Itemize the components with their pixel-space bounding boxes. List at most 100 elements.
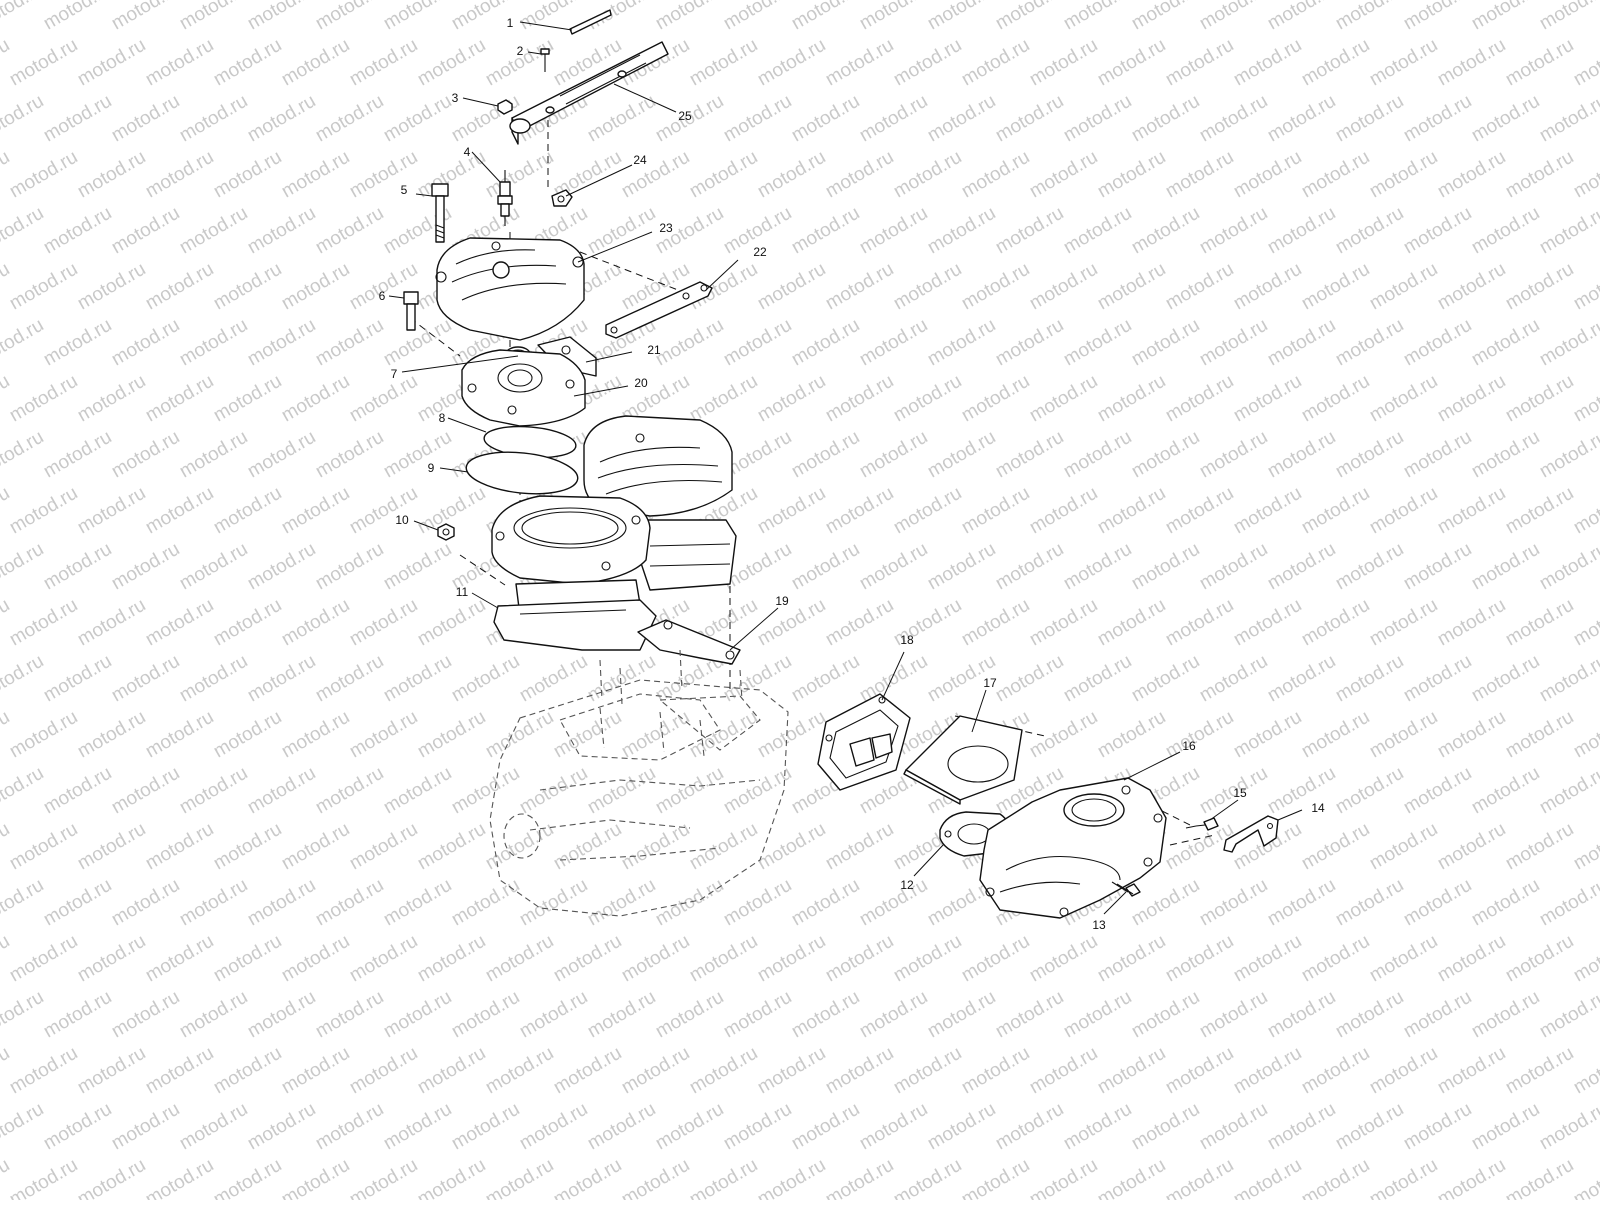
watermark-text: motod.ru [40,91,115,147]
watermark-text: motod.ru [1536,91,1600,147]
watermark-text: motod.ru [1570,1155,1600,1200]
watermark-text: motod.ru [6,819,81,875]
watermark-text: motod.ru [482,819,557,875]
watermark-text: motod.ru [482,1043,557,1099]
watermark-text: motod.ru [516,1099,591,1155]
watermark-text: motod.ru [40,987,115,1043]
callout-21: 21 [647,343,661,357]
callout-24: 24 [633,153,647,167]
watermark-text: motod.ru [924,203,999,259]
watermark-text: motod.ru [1298,931,1373,987]
watermark-text: motod.ru [1502,819,1577,875]
watermark-text: motod.ru [856,427,931,483]
watermark-text: motod.ru [788,539,863,595]
watermark-text: motod.ru [1570,371,1600,427]
watermark-text: motod.ru [516,763,591,819]
watermark-text: motod.ru [176,987,251,1043]
watermark-text: motod.ru [1264,875,1339,931]
watermark-text: motod.ru [890,259,965,315]
watermark-text: motod.ru [176,315,251,371]
watermark-text: motod.ru [788,315,863,371]
watermark-text: motod.ru [618,931,693,987]
watermark-text: motod.ru [1196,651,1271,707]
watermark-text: motod.ru [720,875,795,931]
watermark-text: motod.ru [720,315,795,371]
watermark-text: motod.ru [142,483,217,539]
watermark-text: motod.ru [958,595,1033,651]
watermark-text: motod.ru [1502,707,1577,763]
watermark-text: motod.ru [176,427,251,483]
watermark-text: motod.ru [992,91,1067,147]
watermark-text: motod.ru [1400,1099,1475,1155]
watermark-text: motod.ru [754,1043,829,1099]
part-20-inner-head [461,349,586,427]
watermark-text: motod.ru [822,35,897,91]
callout-3: 3 [452,91,459,105]
watermark-text: motod.ru [1094,483,1169,539]
callout-19: 19 [775,594,789,608]
watermark-text: motod.ru [1468,987,1543,1043]
watermark-text: motod.ru [74,371,149,427]
watermark-text: motod.ru [380,763,455,819]
watermark-text: motod.ru [346,707,421,763]
watermark-text: motod.ru [1128,91,1203,147]
watermark-text: motod.ru [346,371,421,427]
callout-1: 1 [507,16,514,30]
watermark-text: motod.ru [1298,819,1373,875]
watermark-text: motod.ru [822,483,897,539]
watermark-text: motod.ru [1468,0,1543,34]
watermark-text: motod.ru [210,259,285,315]
watermark-text: motod.ru [278,35,353,91]
watermark-text: motod.ru [720,987,795,1043]
watermark-text: motod.ru [346,1155,421,1200]
watermark-text: motod.ru [1434,35,1509,91]
watermark-text: motod.ru [1536,875,1600,931]
watermark-text: motod.ru [856,539,931,595]
watermark-text: motod.ru [1060,651,1135,707]
watermark-text: motod.ru [0,91,47,147]
watermark-text: motod.ru [754,931,829,987]
rear-cylinder [639,519,737,591]
watermark-text: motod.ru [1366,259,1441,315]
watermark-text: motod.ru [74,259,149,315]
watermark-text: motod.ru [1570,931,1600,987]
watermark-text: motod.ru [1094,1043,1169,1099]
watermark-text: motod.ru [652,875,727,931]
watermark-text: motod.ru [6,1043,81,1099]
watermark-text: motod.ru [1536,0,1600,34]
watermark-text: motod.ru [448,763,523,819]
watermark-text: motod.ru [0,651,47,707]
watermark-text: motod.ru [1196,91,1271,147]
watermark-text: motod.ru [754,819,829,875]
part-6-bolt [403,291,419,331]
watermark-text: motod.ru [278,483,353,539]
watermark-text: motod.ru [788,651,863,707]
watermark-text: motod.ru [1536,539,1600,595]
watermark-text: motod.ru [278,1155,353,1200]
watermark-text: motod.ru [0,987,47,1043]
watermark-text: motod.ru [142,147,217,203]
watermark-text: motod.ru [822,1155,897,1200]
watermark-text: motod.ru [1366,707,1441,763]
watermark-text: motod.ru [380,539,455,595]
watermark-text: motod.ru [244,315,319,371]
watermark-text: motod.ru [924,987,999,1043]
watermark-text: motod.ru [1060,203,1135,259]
watermark-text: motod.ru [414,707,489,763]
watermark-text: motod.ru [856,315,931,371]
watermark-text: motod.ru [40,315,115,371]
watermark-text: motod.ru [1026,147,1101,203]
watermark-text: motod.ru [1502,147,1577,203]
watermark-text: motod.ru [1332,987,1407,1043]
watermark-text: motod.ru [108,315,183,371]
callout-11: 11 [456,585,469,599]
watermark-text: motod.ru [1264,539,1339,595]
watermark-text: motod.ru [754,259,829,315]
watermark-text: motod.ru [958,147,1033,203]
watermark-text: motod.ru [244,1099,319,1155]
watermark-text: motod.ru [40,763,115,819]
watermark-text: motod.ru [992,539,1067,595]
watermark-text: motod.ru [1230,371,1305,427]
watermark-text: motod.ru [108,427,183,483]
